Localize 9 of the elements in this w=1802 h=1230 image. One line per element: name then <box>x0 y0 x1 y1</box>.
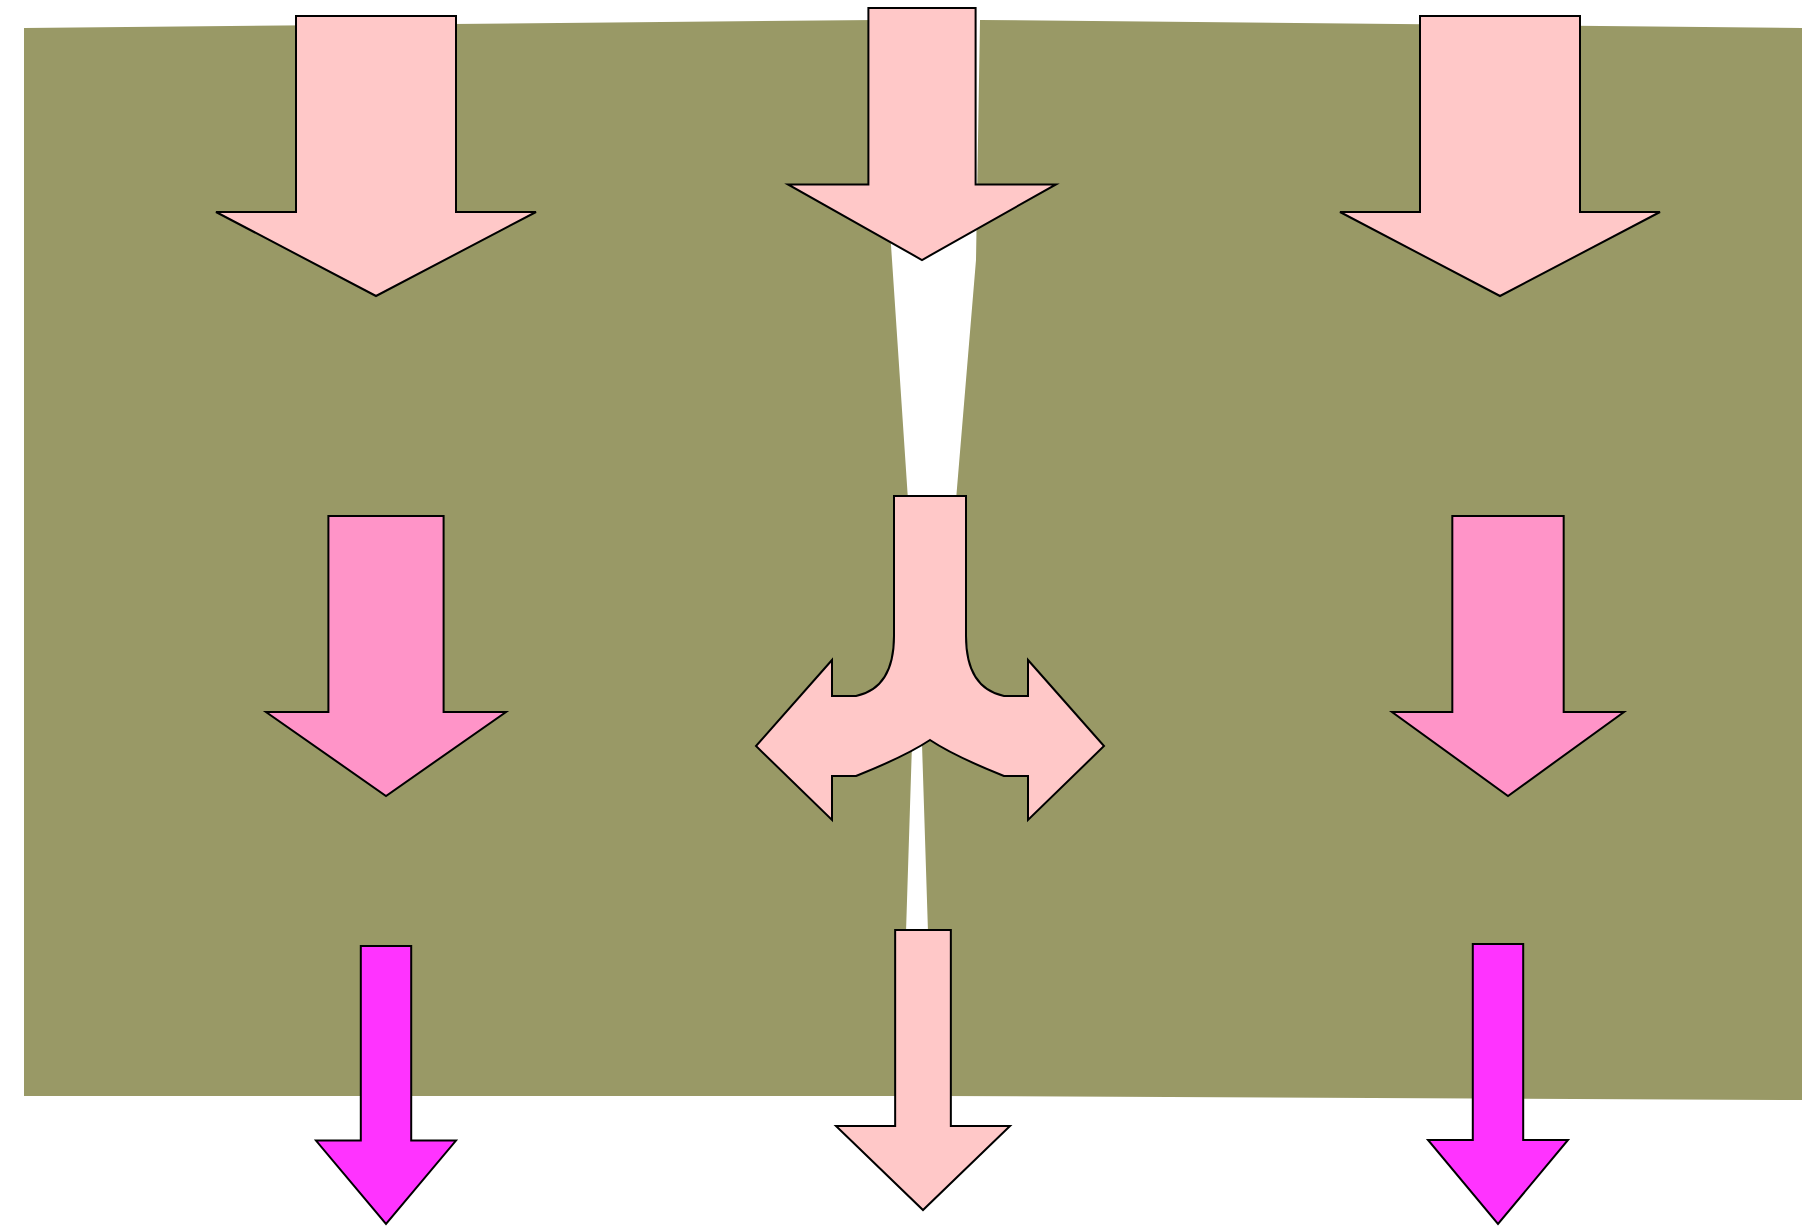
down-arrow <box>216 16 536 296</box>
down-arrow <box>836 930 1010 1210</box>
down-arrow <box>316 946 456 1224</box>
down-arrow <box>266 516 506 796</box>
down-arrow <box>1392 516 1624 796</box>
down-arrow <box>788 8 1056 260</box>
split-arrow <box>756 496 1104 820</box>
down-arrow <box>1340 16 1660 296</box>
down-arrow <box>1428 944 1568 1224</box>
